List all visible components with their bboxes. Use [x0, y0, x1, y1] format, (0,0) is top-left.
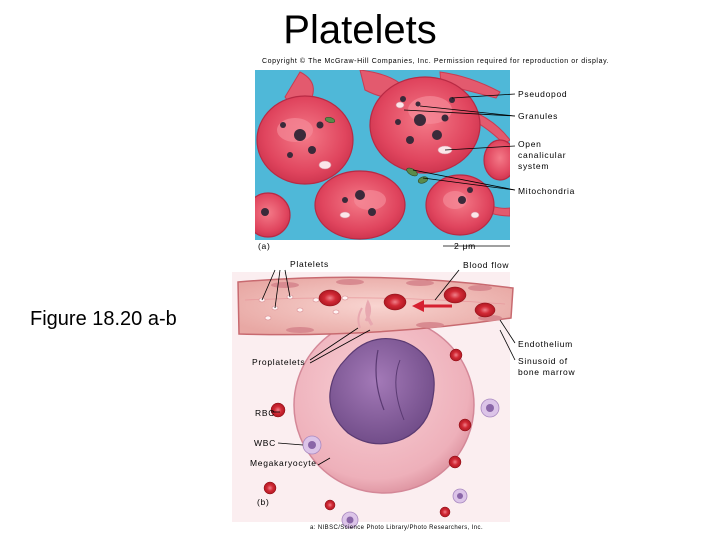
megakaryocyte-nucleus: [329, 338, 435, 445]
copyright-notice: Copyright © The McGraw-Hill Companies, I…: [262, 58, 610, 65]
label-rbc: RBC: [255, 408, 276, 418]
wbc-cells: [302, 398, 500, 529]
callout-lines-panel-a: [403, 93, 516, 247]
illustration-panel-b: [232, 272, 514, 529]
figure-label: Figure 18.20 a-b: [30, 308, 177, 330]
callout-pseudopod: Pseudopod: [518, 89, 568, 99]
photo-credit: a: NIBSC/Science Photo Library/Photo Res…: [310, 525, 484, 531]
panel-a-label: (a): [258, 241, 271, 251]
panel-b-label: (b): [257, 497, 270, 507]
rbc-cells: [263, 348, 472, 518]
blood-flow-arrow: [412, 300, 452, 312]
label-platelets: Platelets: [290, 259, 329, 269]
page-title: Platelets: [283, 8, 437, 52]
micrograph-panel-a: [255, 70, 510, 240]
callout-granules: Granules: [518, 111, 559, 121]
label-sinusoid-of-bone-marrow: Sinusoid of bone marrow: [518, 356, 576, 377]
sinusoid-vessel: [237, 276, 514, 336]
label-proplatelets: Proplatelets: [252, 357, 306, 367]
callout-mitochondria: Mitochondria: [518, 186, 576, 196]
label-wbc: WBC: [254, 438, 276, 448]
label-megakaryocyte: Megakaryocyte: [250, 458, 317, 468]
label-endothelium: Endothelium: [518, 339, 573, 349]
callout-open-canalicular-system: Open canalicular system: [518, 139, 567, 171]
callout-lines-panel-b: [261, 269, 516, 466]
megakaryocyte: [293, 294, 475, 494]
label-blood-flow: Blood flow: [463, 260, 510, 270]
scale-bar-label: 2 μm: [454, 241, 476, 251]
